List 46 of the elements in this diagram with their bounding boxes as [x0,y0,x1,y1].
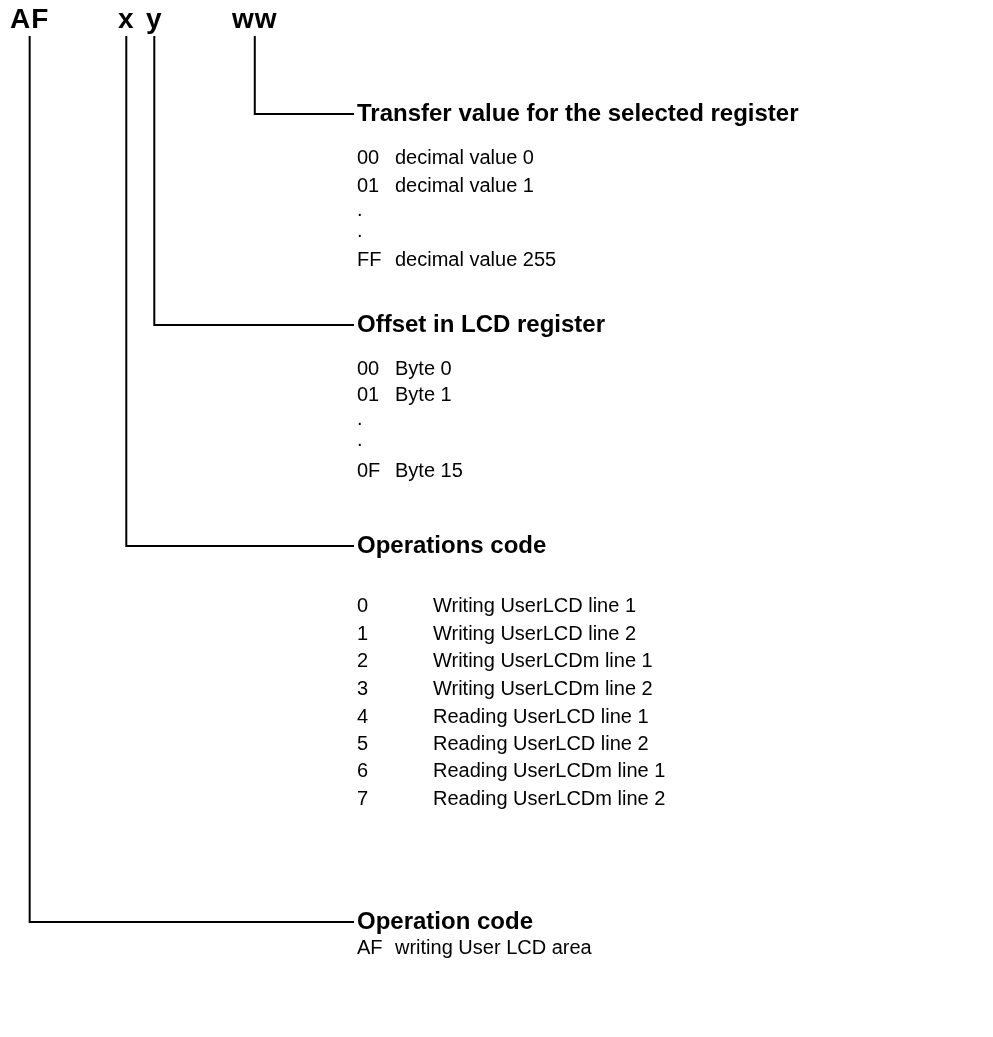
code-description: decimal value 255 [395,248,557,270]
field-code: ww [232,4,278,34]
code-value: 00 [357,146,380,168]
code-description: Byte 15 [395,459,463,481]
ellipsis-dot: . [357,428,363,450]
code-description: decimal value 0 [395,146,534,168]
code-value: 0 [357,594,369,616]
code-value: 01 [357,174,380,196]
leader-line [153,35,355,326]
leader-line [125,35,355,547]
code-description: Reading UserLCD line 2 [433,732,649,754]
code-value: 6 [357,759,369,781]
code-description: Writing UserLCD line 1 [433,594,637,616]
code-description: Byte 0 [395,357,452,379]
code-value: 5 [357,732,369,754]
code-description: decimal value 1 [395,174,534,196]
field-code: x [118,4,135,34]
ellipsis-dot: . [357,219,363,241]
code-description: Reading UserLCDm line 2 [433,787,666,809]
field-code: AF [10,4,50,34]
leader-line [253,35,355,115]
code-value: 4 [357,705,369,727]
ellipsis-dot: . [357,198,363,220]
code-description: Byte 1 [395,383,452,405]
code-description: Reading UserLCD line 1 [433,705,649,727]
code-value: AF [357,936,383,958]
section-heading: Operations code [357,531,547,559]
code-value: FF [357,248,382,270]
section-heading: Operation code [357,907,534,935]
code-value: 01 [357,383,380,405]
section-heading: Offset in LCD register [357,310,606,338]
code-value: 0F [357,459,381,481]
code-description: Writing UserLCDm line 1 [433,649,653,671]
code-value: 00 [357,357,380,379]
section-heading: Transfer value for the selected register [357,99,799,127]
code-value: 2 [357,649,369,671]
code-description: Writing UserLCDm line 2 [433,677,653,699]
field-code: y [146,4,163,34]
code-value: 1 [357,622,369,644]
code-description: writing User LCD area [395,936,592,958]
code-description: Reading UserLCDm line 1 [433,759,666,781]
code-value: 3 [357,677,369,699]
code-description: Writing UserLCD line 2 [433,622,637,644]
code-value: 7 [357,787,369,809]
leader-line [28,35,355,923]
ellipsis-dot: . [357,407,363,429]
